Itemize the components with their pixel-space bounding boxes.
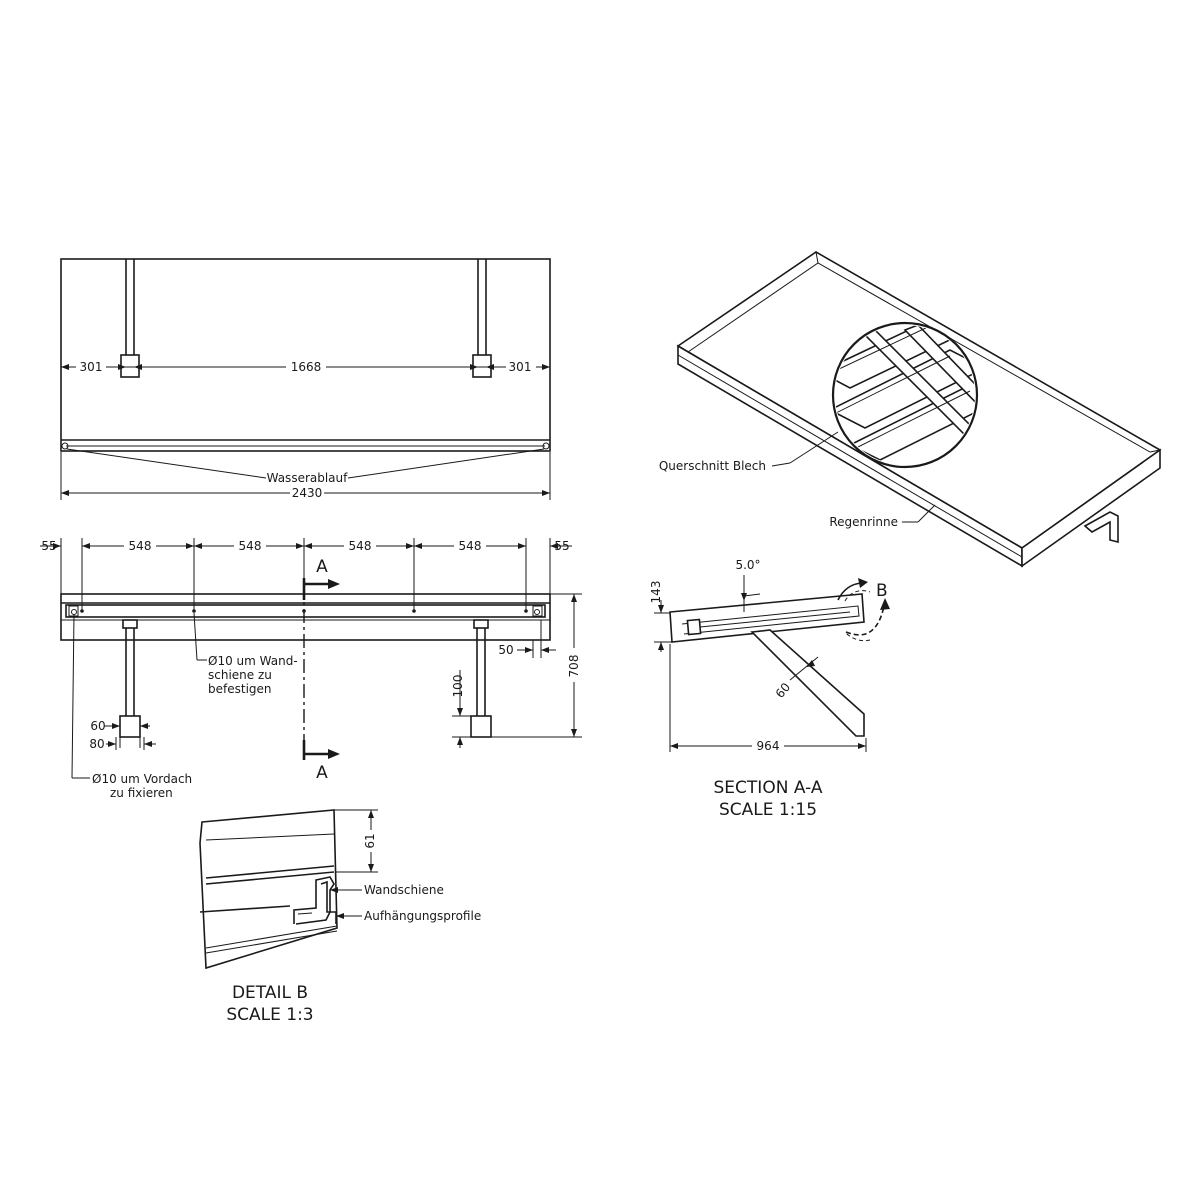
dim-plate-outer: 80 [89, 737, 104, 751]
detail-title-1: DETAIL B [232, 983, 308, 1003]
top-dim-arrow [542, 364, 550, 370]
section-strut [750, 629, 865, 737]
note-rail-3: befestigen [208, 682, 272, 696]
detail-height: 61 [363, 833, 377, 848]
top-dim-arrow [470, 364, 478, 370]
iso-end-face [1021, 448, 1161, 568]
top-view-bracket-left-plate [120, 354, 140, 378]
isometric-view: Querschnitt Blech Regenrinne [659, 251, 1162, 568]
top-dim-arrow [486, 364, 494, 370]
iso-bracket [1083, 511, 1119, 544]
front-dim-edge-right: 55 [554, 539, 569, 553]
drain-label: Wasserablauf [267, 471, 349, 485]
front-bracket-left [122, 619, 138, 629]
top-dim-arrow [118, 364, 126, 370]
top-dim-arrow [61, 364, 69, 370]
front-canopy-body [60, 593, 551, 641]
front-view: 55 548 548 548 548 55 [40, 538, 582, 800]
top-dim-right: 301 [509, 360, 532, 374]
section-title-2: SCALE 1:15 [719, 800, 817, 820]
front-dim-spacing-2: 548 [239, 539, 262, 553]
detail-body [199, 809, 338, 970]
rail-hole [524, 609, 528, 613]
section-depth: 964 [757, 739, 780, 753]
drain-leader-left [66, 448, 267, 479]
top-total-arrow [61, 490, 69, 496]
dim-total-height: 708 [567, 655, 581, 678]
drain-leader-right [347, 448, 545, 479]
top-total-arrow [542, 490, 550, 496]
section-marker-top: A [316, 557, 328, 577]
front-dim-edge-left: 55 [41, 539, 56, 553]
dim-edge-offset: 50 [498, 643, 513, 657]
top-dim-center: 1668 [291, 360, 322, 374]
rail-hole [192, 609, 196, 613]
detail-b: 61 Wandschiene Aufhängungsprofile DETAIL… [199, 809, 481, 1025]
drain-right [542, 442, 550, 450]
top-view: 301 1668 301 Wasserablauf 2430 [60, 258, 551, 501]
dim-plate-height: 100 [451, 675, 465, 698]
section-marker-bottom: A [316, 763, 328, 783]
front-bracket-left-plate [119, 715, 141, 738]
dim-plate-width: 60 [90, 719, 105, 733]
section-title-1: SECTION A-A [714, 778, 823, 798]
front-bracket-right [473, 619, 489, 629]
label-cross-section: Querschnitt Blech [659, 459, 766, 473]
top-dim-arrow [134, 364, 142, 370]
top-view-bracket-right-plate [472, 354, 492, 378]
detail-hanging-profile [293, 876, 335, 925]
label-gutter: Regenrinne [829, 515, 898, 529]
section-height: 143 [649, 581, 663, 604]
note-rail-1: Ø10 um Wand- [208, 654, 298, 668]
top-view-outline [60, 258, 551, 452]
detail-title-2: SCALE 1:3 [226, 1005, 313, 1025]
front-dim-spacing-4: 548 [459, 539, 482, 553]
rail-hole [412, 609, 416, 613]
front-dim-spacing-3: 548 [349, 539, 372, 553]
detail-marker-b: B [876, 581, 888, 601]
label-hanging-profile: Aufhängungsprofile [364, 909, 481, 923]
front-dim-spacing-1: 548 [129, 539, 152, 553]
top-dim-left: 301 [80, 360, 103, 374]
note-canopy-1: Ø10 um Vordach [92, 772, 192, 786]
note-canopy-2: zu fixieren [110, 786, 173, 800]
section-aa: 5.0° 143 B 60 964 SECTION A-A SCALE 1:15 [649, 558, 890, 820]
label-wall-rail: Wandschiene [364, 883, 444, 897]
rail-hole [80, 609, 84, 613]
drain-left [61, 442, 69, 450]
front-wall-rail [65, 604, 546, 618]
note-rail-2: schiene zu [208, 668, 272, 682]
section-strut-dim: 60 [773, 680, 794, 701]
iso-detail-circle [831, 321, 979, 469]
top-total-label: 2430 [292, 486, 323, 500]
front-bracket-right-plate [470, 715, 492, 738]
section-angle: 5.0° [735, 558, 760, 572]
